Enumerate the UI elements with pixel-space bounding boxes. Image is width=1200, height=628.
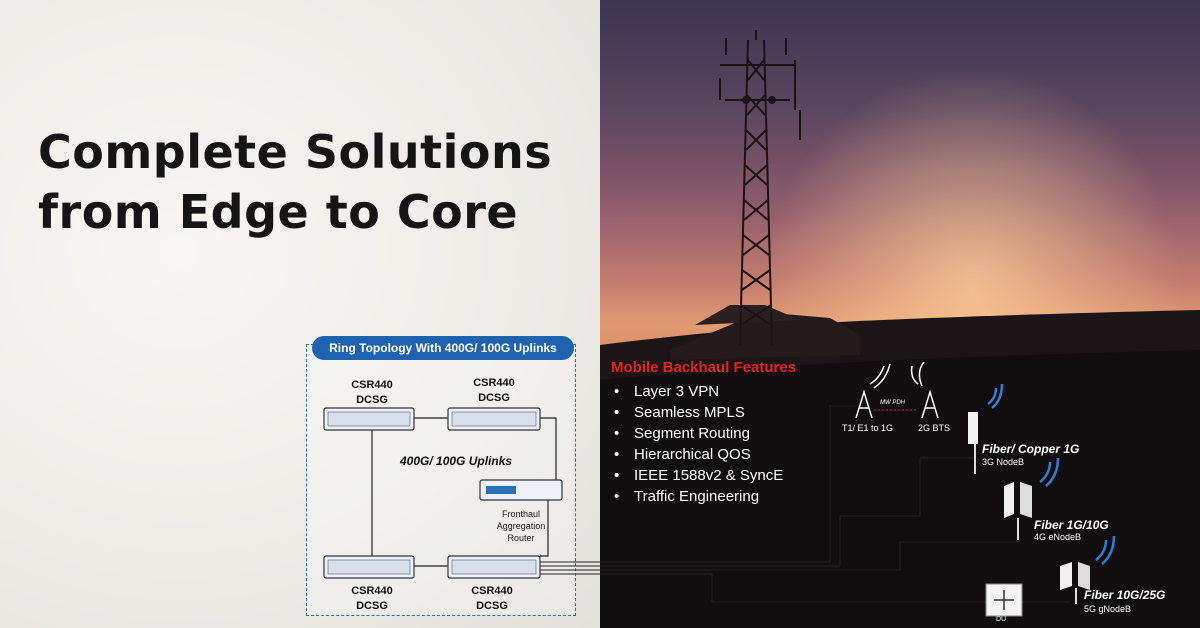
- headline: Complete Solutions from Edge to Core: [38, 122, 552, 242]
- bts-label: 2G BTS: [918, 423, 951, 433]
- dcsg-router-bottom-right: [447, 555, 541, 579]
- enodeb-label: 4G eNodeB: [1034, 532, 1082, 542]
- feature-item: Hierarchical QOS: [614, 444, 783, 465]
- node-label-top-left: CSR440 DCSG: [351, 379, 393, 406]
- features-title: Mobile Backhaul Features: [611, 359, 797, 376]
- nodeb-link-label: Fiber/ Copper 1G: [982, 442, 1080, 456]
- backhaul-links: [540, 405, 1070, 603]
- nodeb-antenna-icon: [968, 383, 1004, 474]
- feature-item: Traffic Engineering: [614, 486, 783, 507]
- enodeb-antenna-icon: [1004, 457, 1060, 540]
- node-label-bottom-right: CSR440 DCSG: [471, 585, 513, 612]
- feature-item: IEEE 1588v2 & SyncE: [614, 465, 783, 486]
- gnodeb-label: 5G gNodeB: [1084, 604, 1132, 614]
- headline-line-1: Complete Solutions: [38, 125, 553, 179]
- features-list: Layer 3 VPN Seamless MPLS Segment Routin…: [614, 381, 783, 507]
- dcsg-router-top-right: [447, 407, 541, 431]
- aggregation-router-label: Fronthaul Aggregation Router: [496, 509, 546, 543]
- t1-e1-label: T1/ E1 to 1G: [842, 423, 894, 433]
- textured-background: [0, 0, 600, 628]
- gnodeb-link-label: Fiber 10G/25G: [1084, 588, 1166, 602]
- du-label: DU: [996, 616, 1007, 623]
- feature-item: Seamless MPLS: [614, 402, 783, 423]
- cell-tower-1-icon: [855, 363, 891, 419]
- nodeb-label: 3G NodeB: [982, 457, 1025, 467]
- feature-item: Layer 3 VPN: [614, 381, 783, 402]
- cell-tower-2-icon: [910, 361, 939, 419]
- node-label-bottom-left: CSR440 DCSG: [351, 585, 393, 612]
- ring-topology-title: Ring Topology With 400G/ 100G Uplinks: [312, 336, 574, 360]
- dcsg-router-top-left: [323, 407, 415, 431]
- uplinks-label: 400G/ 100G Uplinks: [400, 454, 513, 468]
- node-label-top-right: CSR440 DCSG: [473, 377, 515, 404]
- fronthaul-aggregation-router: [479, 479, 563, 501]
- dcsg-router-bottom-left: [323, 555, 415, 579]
- feature-item: Segment Routing: [614, 423, 783, 444]
- gnodeb-antenna-icon: [1060, 535, 1116, 604]
- mw-pdh-label: MW PDH: [880, 400, 905, 406]
- headline-line-2: from Edge to Core: [38, 185, 519, 239]
- enodeb-link-label: Fiber 1G/10G: [1034, 518, 1109, 532]
- du-icon: [985, 583, 1023, 617]
